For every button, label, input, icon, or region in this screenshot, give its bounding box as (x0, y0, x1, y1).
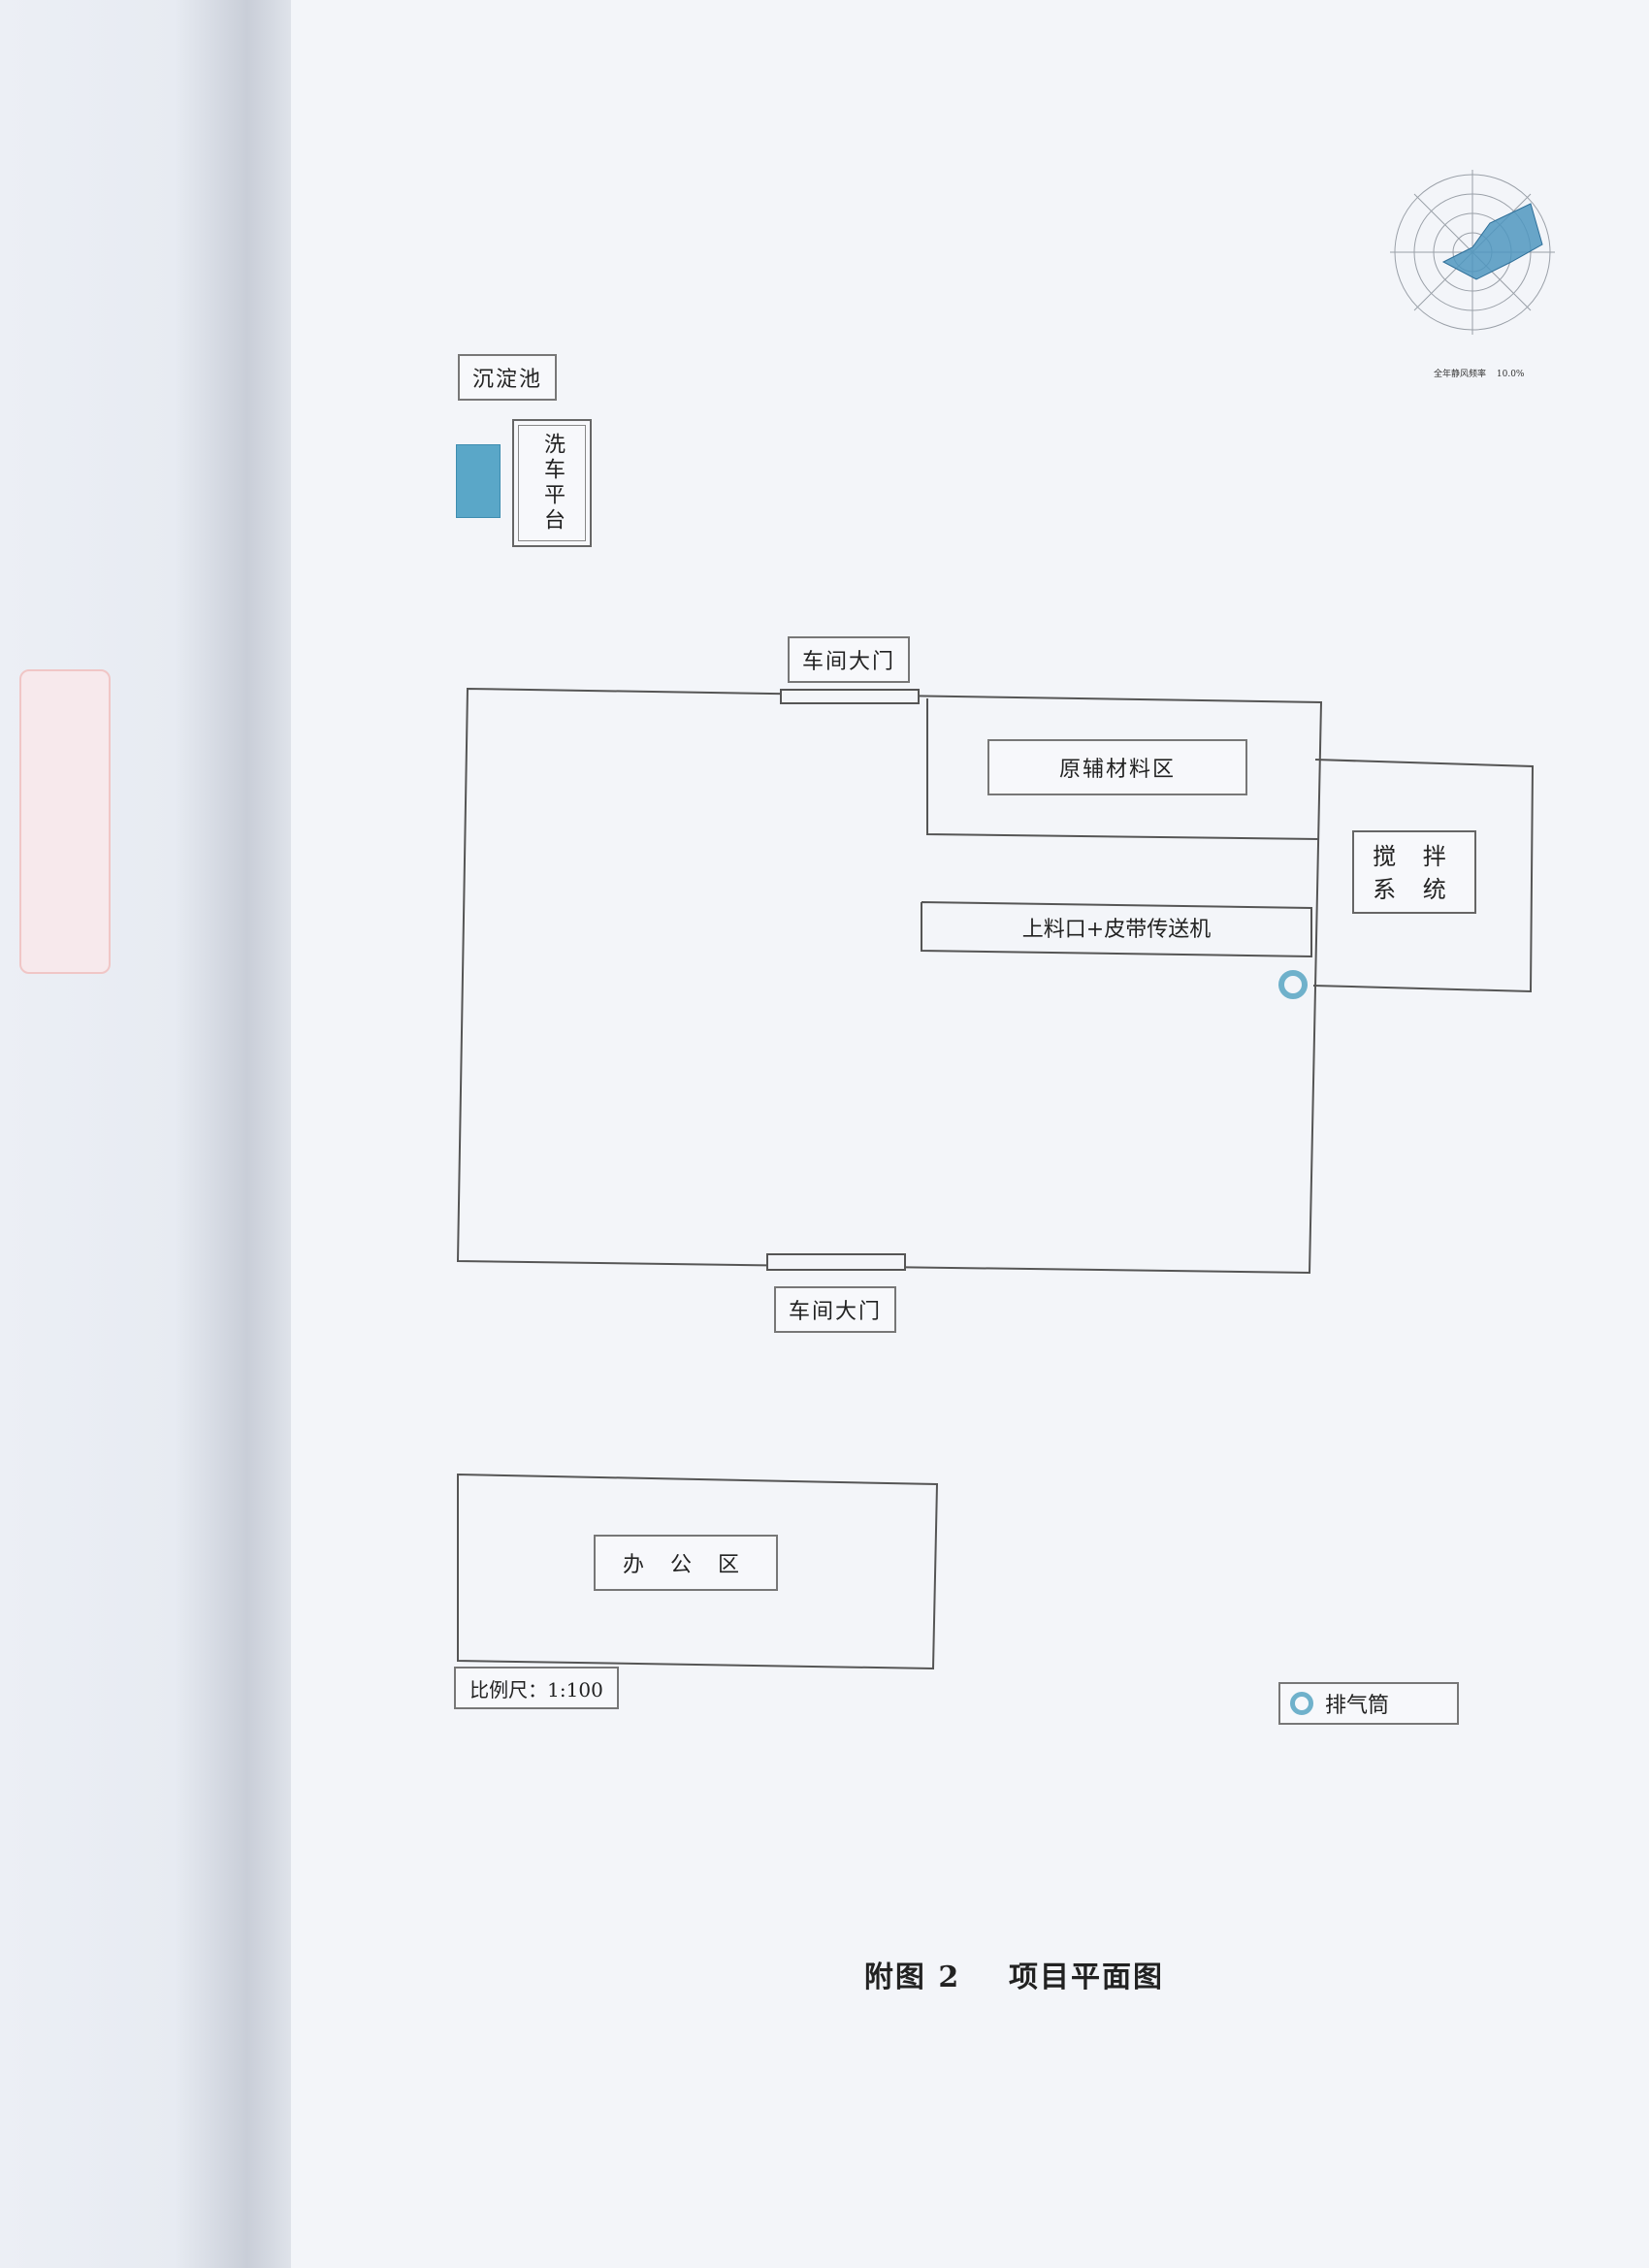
sedimentation-tank (456, 444, 501, 518)
workshop-gate-top (780, 689, 920, 704)
legend-exhaust-stack: 排气筒 (1278, 1682, 1459, 1725)
workshop-gate-top-label: 车间大门 (788, 636, 910, 683)
legend-stack-icon (1290, 1692, 1313, 1715)
mixing-system-label: 搅 拌 系 统 (1352, 830, 1476, 914)
feeding-conveyor-label: 上料口+皮带传送机 (1021, 918, 1212, 942)
workshop-gate-bottom (766, 1253, 906, 1271)
scale-label: 比例尺：1:100 (454, 1667, 619, 1709)
wash-platform-label: 洗车平台 (512, 419, 592, 547)
wind-rose-caption: 全年静风频率 10.0% (1434, 367, 1524, 379)
office-area-label: 办 公 区 (594, 1535, 778, 1591)
workshop-gate-bottom-label: 车间大门 (774, 1286, 896, 1333)
calm-frequency-value: 10.0% (1496, 370, 1525, 379)
adjacent-page-gutter (0, 0, 291, 2268)
wind-rose-chart (1390, 170, 1555, 335)
calm-frequency-label: 全年静风频率 (1434, 370, 1487, 379)
gutter-red-stamp (19, 669, 111, 974)
exhaust-stack-marker (1278, 970, 1308, 999)
figure-caption: 附图 2 项目平面图 (863, 1960, 1164, 1994)
sedimentation-tank-label: 沉淀池 (458, 354, 557, 401)
wind-rose-shape (1441, 203, 1543, 280)
raw-material-area-label: 原辅材料区 (987, 739, 1247, 795)
